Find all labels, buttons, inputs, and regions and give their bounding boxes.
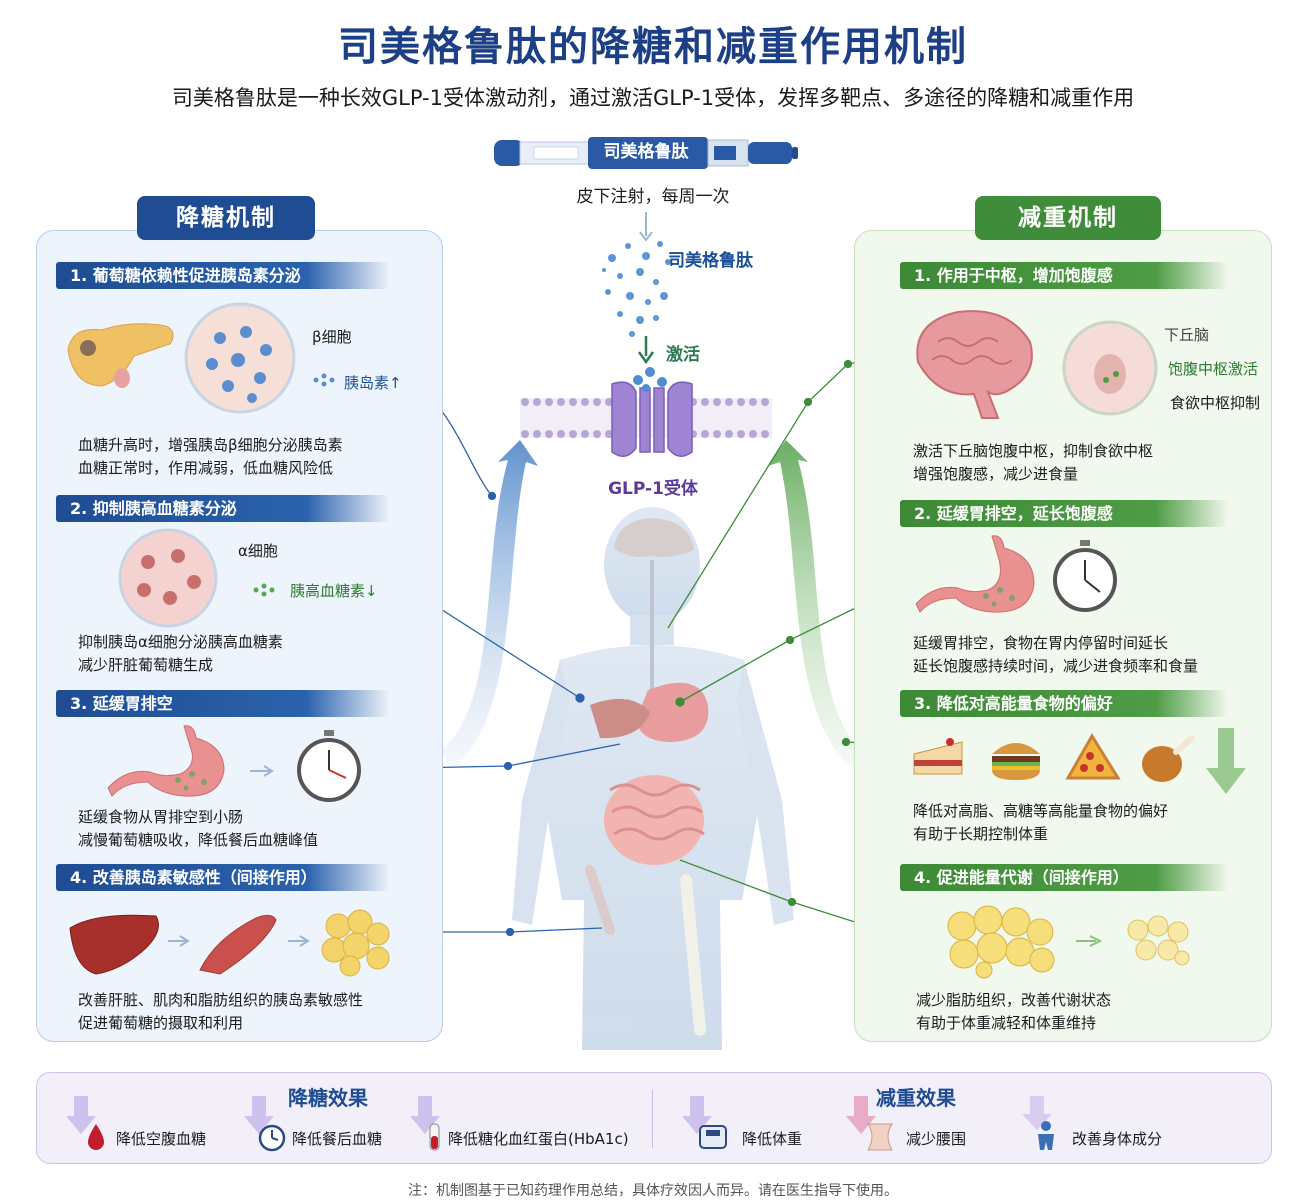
glucose-section-2-title: 2. 抑制胰高血糖素分泌 xyxy=(56,495,390,522)
alpha-cell-label: α细胞 xyxy=(238,542,278,560)
glucose-effect-1: 降低空腹血糖 xyxy=(116,1130,207,1148)
insulin-up-label: 胰岛素↑ xyxy=(344,374,402,392)
glucagon-particles-icon xyxy=(253,583,275,597)
receptor-label: GLP-1受体 xyxy=(608,479,698,499)
glucose-section-3-line-1: 延缓食物从胃排空到小肠 xyxy=(78,808,244,826)
glucose-effect-3: 降低糖化血红蛋白(HbA1c) xyxy=(448,1130,629,1148)
drug-label: 司美格鲁肽 xyxy=(668,251,753,271)
glp1-receptor-shape xyxy=(611,381,693,457)
weight-effect-2: 减少腰围 xyxy=(906,1130,967,1148)
blood-drop-down-icon xyxy=(66,1096,104,1150)
effects-summary-box xyxy=(36,1072,1272,1164)
cake-icon xyxy=(913,738,963,775)
page-title: 司美格鲁肽的降糖和减重作用机制 xyxy=(338,24,968,70)
stomach-icon xyxy=(107,725,225,797)
weight-section-2-title: 2. 延缓胃排空，延长饱腹感 xyxy=(900,500,1228,527)
glucose-section-4-title: 4. 改善胰岛素敏感性（间接作用） xyxy=(56,864,390,891)
scale-down-icon xyxy=(682,1096,727,1149)
islet-alpha-cell-icon xyxy=(118,528,218,628)
arrow-right-icon xyxy=(168,935,190,947)
human-body-silhouette xyxy=(512,507,794,1050)
cell-membrane xyxy=(520,367,772,457)
glucose-section-1-line-1: 血糖升高时，增强胰岛β细胞分泌胰岛素 xyxy=(78,436,343,454)
fat-tissue-icon xyxy=(321,909,390,977)
weight-mechanism-tab: 减重机制 xyxy=(975,196,1161,240)
weight-section-2-line-2: 延长饱腹感持续时间，减少进食频率和食量 xyxy=(913,657,1199,675)
pen-label: 司美格鲁肽 xyxy=(603,142,689,162)
arrow-right-icon xyxy=(1076,935,1103,947)
islet-beta-cell-icon xyxy=(184,302,296,414)
weight-section-4-line-1: 减少脂肪组织，改善代谢状态 xyxy=(916,991,1112,1009)
weight-section-3-line-1: 降低对高脂、高糖等高能量食物的偏好 xyxy=(913,802,1169,820)
effects-divider xyxy=(652,1090,653,1148)
weight-section-3-title: 3. 降低对高能量食物的偏好 xyxy=(900,690,1228,717)
glucose-section-1-title: 1. 葡萄糖依赖性促进胰岛素分泌 xyxy=(56,262,390,289)
appetite-center-label: 食欲中枢抑制 xyxy=(1170,394,1261,412)
weight-effect-1: 降低体重 xyxy=(742,1130,803,1148)
weight-section-2-line-1: 延缓胃排空，食物在胃内停留时间延长 xyxy=(913,634,1169,652)
weight-section-4-title: 4. 促进能量代谢（间接作用） xyxy=(900,864,1228,891)
glucose-section-2-line-1: 抑制胰岛α细胞分泌胰高血糖素 xyxy=(78,633,283,651)
glucose-effect-2: 降低餐后血糖 xyxy=(292,1130,383,1148)
weight-section-4-line-2: 有助于体重减轻和体重维持 xyxy=(916,1014,1097,1032)
clock-down-icon xyxy=(244,1096,286,1152)
glucose-section-1-line-2: 血糖正常时，作用减弱，低血糖风险低 xyxy=(78,459,334,477)
glucagon-down-label: 胰高血糖素↓ xyxy=(290,582,378,600)
waist-down-icon xyxy=(846,1096,893,1151)
glucose-section-4-line-2: 促进葡萄糖的摄取和利用 xyxy=(78,1014,244,1032)
drumstick-icon xyxy=(1142,735,1195,782)
hypothalamus-label: 下丘脑 xyxy=(1164,326,1210,344)
injection-pen-icon xyxy=(494,137,798,169)
glucose-section-4-line-1: 改善肝脏、肌肉和脂肪组织的胰岛素敏感性 xyxy=(78,991,364,1009)
weight-section-3-line-2: 有助于长期控制体重 xyxy=(913,825,1049,843)
muscle-icon xyxy=(199,914,277,975)
weight-section-1-line-1: 激活下丘脑饱腹中枢，抑制食欲中枢 xyxy=(913,442,1154,460)
footnote: 注：机制图基于已知药理作用总结，具体疗效因人而异。请在医生指导下使用。 xyxy=(408,1183,898,1199)
fat-cells-large-icon xyxy=(947,905,1055,979)
pizza-icon xyxy=(1065,733,1121,780)
insulin-particles-icon xyxy=(313,373,335,387)
activate-label: 激活 xyxy=(666,345,700,365)
glucose-section-2-line-2: 减少肝脏葡萄糖生成 xyxy=(78,656,214,674)
glucose-section-3-line-2: 减慢葡萄糖吸收，降低餐后血糖峰值 xyxy=(78,831,319,849)
weight-section-1-line-2: 增强饱腹感，减少进食量 xyxy=(913,465,1079,483)
weight-pathway-arrow xyxy=(768,440,862,770)
glucose-section-3-title: 3. 延缓胃排空 xyxy=(56,690,390,717)
weight-effect-3: 改善身体成分 xyxy=(1072,1130,1163,1148)
glucose-pathway-arrow xyxy=(442,440,538,770)
pancreas-icon xyxy=(67,323,174,388)
arrow-right-icon xyxy=(250,765,274,777)
body-composition-icon xyxy=(1022,1096,1054,1150)
satiety-center-label: 饱腹中枢激活 xyxy=(1168,360,1259,378)
weight-effects-title: 减重效果 xyxy=(876,1086,956,1110)
stomach-icon xyxy=(915,535,1035,613)
hypothalamus-icon xyxy=(1062,320,1158,416)
glucose-mechanism-tab: 降糖机制 xyxy=(137,196,315,240)
timer-icon xyxy=(297,730,361,802)
test-tube-down-icon xyxy=(410,1096,440,1151)
arrow-right-icon xyxy=(288,935,310,947)
brain-icon xyxy=(916,310,1033,419)
fat-cells-small-icon xyxy=(1127,915,1190,966)
timer-icon xyxy=(1053,540,1117,612)
down-arrow-icon xyxy=(1206,728,1246,794)
weight-section-1-title: 1. 作用于中枢，增加饱腹感 xyxy=(900,262,1228,289)
page-subtitle: 司美格鲁肽是一种长效GLP-1受体激动剂，通过激活GLP-1受体，发挥多靶点、多… xyxy=(171,86,1135,110)
drug-particles xyxy=(602,241,671,337)
liver-icon xyxy=(69,914,159,975)
glucose-effects-title: 降糖效果 xyxy=(288,1086,368,1110)
burger-icon xyxy=(992,743,1040,780)
injection-frequency: 皮下注射，每周一次 xyxy=(576,187,730,207)
beta-cell-label: β细胞 xyxy=(312,328,352,346)
